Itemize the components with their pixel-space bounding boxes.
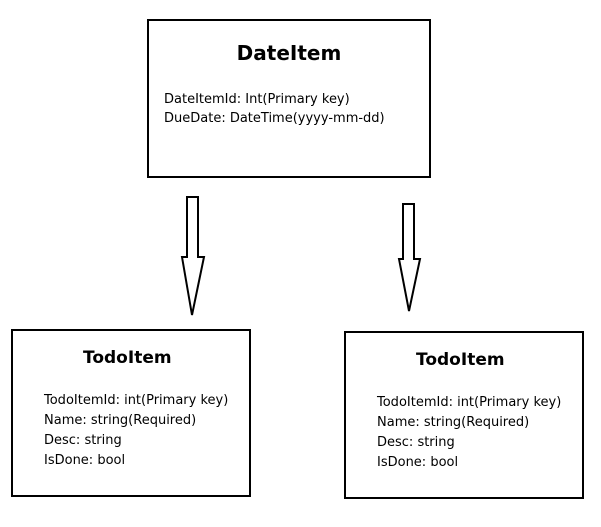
arrow-down-left (180, 196, 206, 316)
entity-title: DateItem (236, 41, 342, 65)
entity-date-item: DateItem DateItemId: Int(Primary key) Du… (147, 19, 431, 178)
field-todo-item-id: TodoItemId: int(Primary key) (377, 395, 562, 410)
entity-todo-item-right: TodoItem TodoItemId: int(Primary key) Na… (344, 331, 584, 499)
field-todo-item-id: TodoItemId: int(Primary key) (44, 393, 229, 408)
field-desc: Desc: string (44, 433, 122, 448)
field-list: DateItemId: Int(Primary key) DueDate: Da… (164, 90, 385, 128)
field-date-item-id: DateItemId: Int(Primary key) (164, 92, 350, 107)
field-list: TodoItemId: int(Primary key) Name: strin… (44, 391, 228, 471)
entity-title: TodoItem (416, 350, 505, 370)
field-name: Name: string(Required) (377, 415, 530, 430)
entity-title: TodoItem (83, 348, 172, 368)
field-list: TodoItemId: int(Primary key) Name: strin… (377, 393, 561, 473)
field-name: Name: string(Required) (44, 413, 197, 428)
field-is-done: IsDone: bool (377, 455, 459, 470)
arrow-down-right (397, 203, 422, 312)
field-desc: Desc: string (377, 435, 455, 450)
field-due-date: DueDate: DateTime(yyyy-mm-dd) (164, 111, 385, 126)
entity-todo-item-left: TodoItem TodoItemId: int(Primary key) Na… (11, 329, 251, 497)
field-is-done: IsDone: bool (44, 453, 126, 468)
